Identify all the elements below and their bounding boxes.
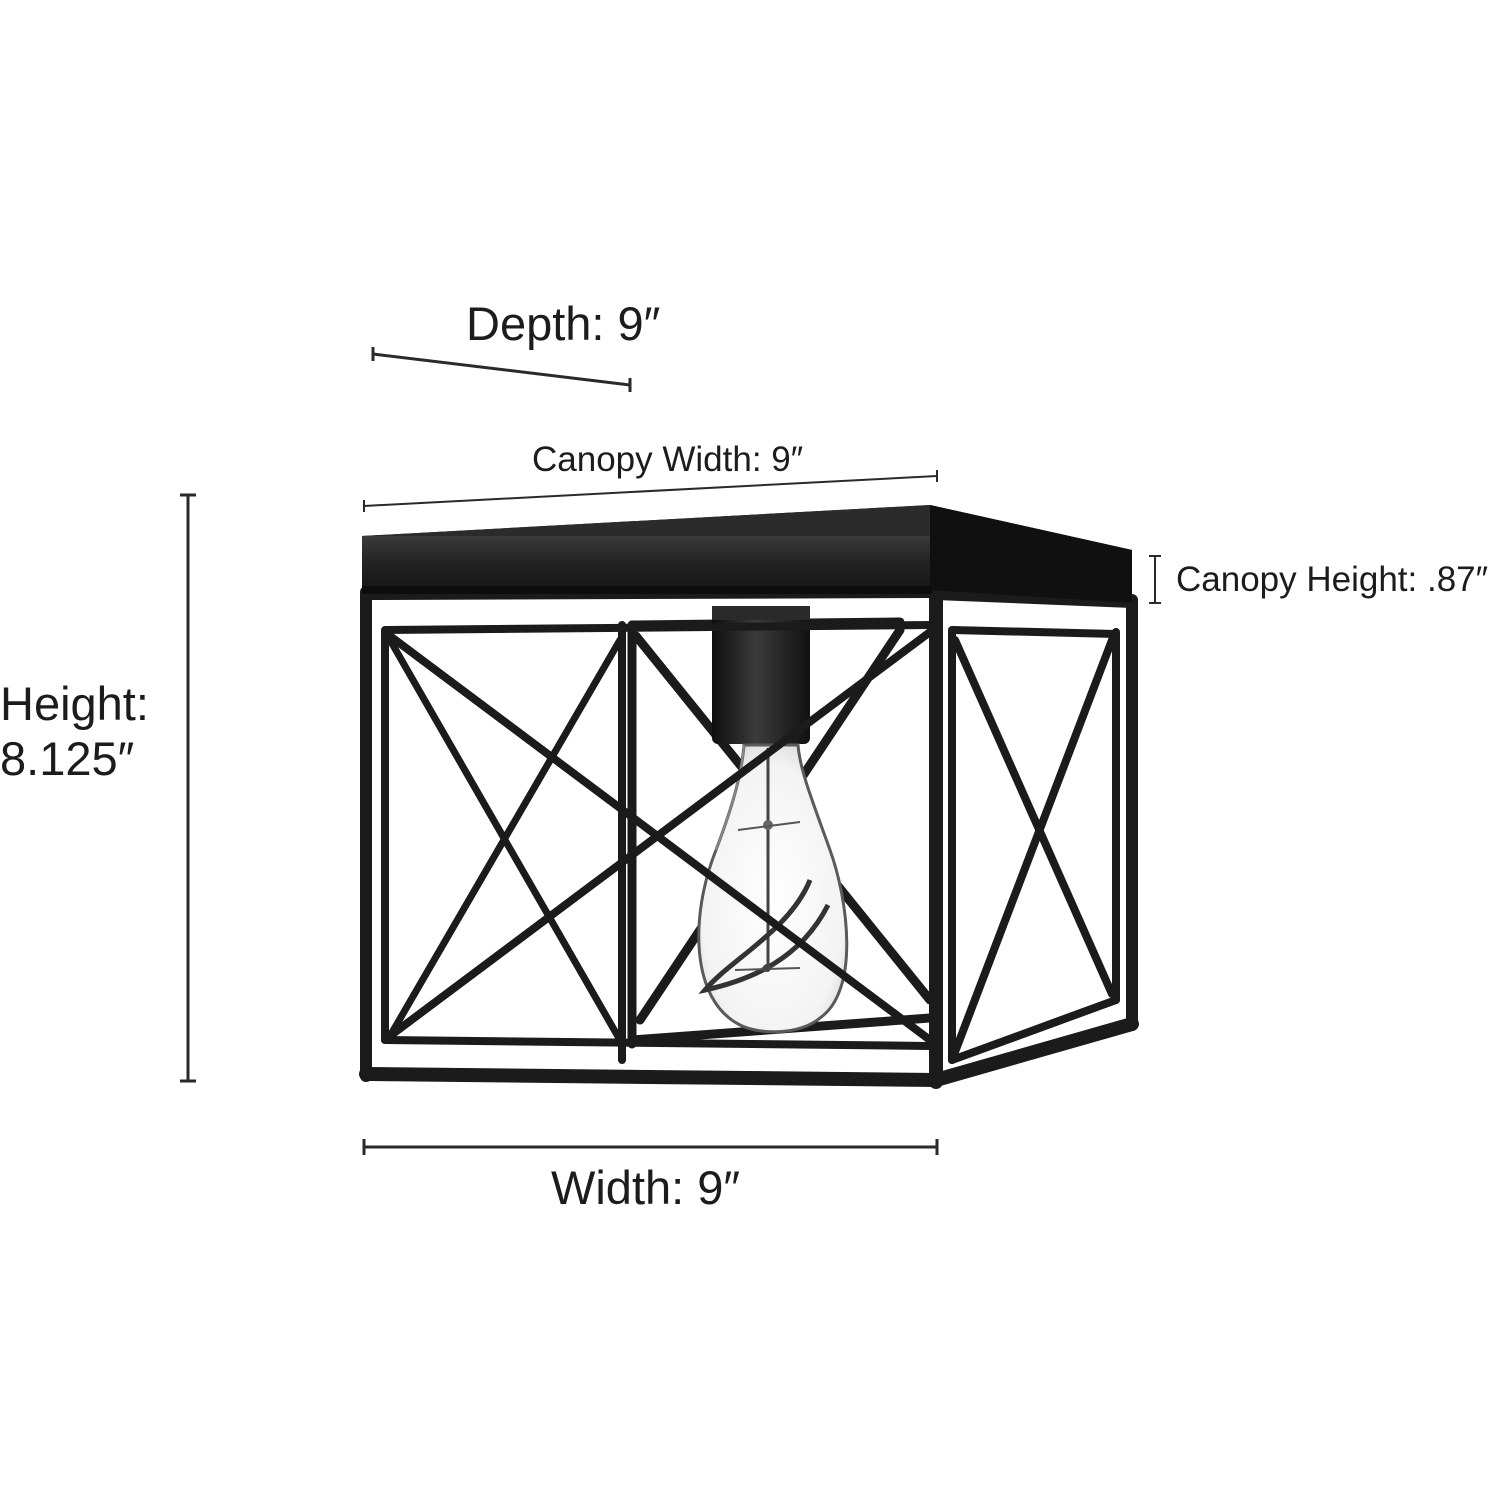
height-dimension-line (180, 493, 196, 1083)
canopy (362, 505, 1132, 603)
canopy-height-label: Canopy Height: .87″ (1176, 560, 1489, 599)
depth-dimension-line (371, 347, 632, 392)
width-label: Width: 9″ (551, 1161, 741, 1214)
front-frame (359, 585, 1139, 1089)
height-label-line2: 8.125″ (0, 732, 135, 785)
edison-bulb (697, 743, 849, 1034)
canopy-width-label: Canopy Width: 9″ (532, 440, 804, 479)
width-dimension-line (362, 1139, 939, 1155)
canopy-height-dimension-line (1149, 555, 1161, 604)
height-label: Height: 8.125″ (0, 676, 149, 786)
ceiling-fixture (359, 505, 1139, 1089)
height-label-line1: Height: (0, 677, 149, 730)
depth-label: Depth: 9″ (466, 297, 661, 350)
canopy-width-dimension-line (363, 470, 938, 512)
lamp-socket (712, 606, 810, 744)
